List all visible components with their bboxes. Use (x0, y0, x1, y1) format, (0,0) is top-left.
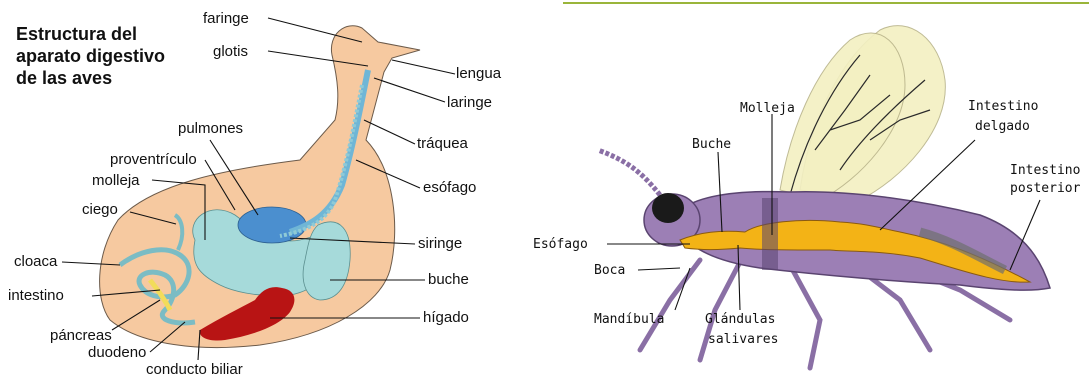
insect-eye (652, 193, 684, 223)
label-proventriculo: proventrículo (110, 151, 197, 168)
insect-label-buche: Buche (692, 137, 731, 152)
label-cloaca: cloaca (14, 253, 58, 270)
insect-antenna (598, 150, 660, 195)
label-conducto-biliar: conducto biliar (146, 361, 243, 378)
insect-label-glandulas-2: salivares (708, 332, 778, 347)
label-traquea: tráquea (417, 135, 469, 152)
insect-leader-boca (638, 268, 680, 270)
label-glotis: glotis (213, 43, 248, 60)
label-duodeno: duodeno (88, 344, 146, 361)
insect-label-glandulas-1: Glándulas (705, 312, 775, 327)
insect-label-intestino-posterior-2: posterior (1010, 181, 1081, 196)
insect-label-molleja: Molleja (740, 101, 795, 116)
label-siringe: siringe (418, 235, 462, 252)
leader-laringe (374, 78, 445, 102)
leader-lengua (392, 60, 455, 74)
insect-molleja-band (762, 198, 778, 270)
label-buche: buche (428, 271, 469, 288)
label-pancreas: páncreas (50, 327, 112, 344)
label-intestino: intestino (8, 287, 64, 304)
bird-lung-organ (238, 207, 306, 243)
label-higado: hígado (423, 309, 469, 326)
label-lengua: lengua (456, 65, 502, 82)
insect-label-intestino-delgado-1: Intestino (968, 99, 1038, 114)
leader-traquea (364, 120, 415, 144)
insect-label-intestino-delgado-2: delgado (975, 119, 1030, 134)
bird-title-line-2: aparato digestivo (16, 46, 165, 66)
insect-label-intestino-posterior-1: Intestino (1010, 163, 1080, 178)
label-esofago: esófago (423, 179, 476, 196)
bird-title-line-1: Estructura del (16, 24, 137, 44)
insect-label-mandibula: Mandíbula (594, 312, 664, 327)
bird-title-line-3: de las aves (16, 68, 112, 88)
insect-label-esofago: Esófago (533, 237, 588, 252)
label-ciego: ciego (82, 201, 118, 218)
label-faringe: faringe (203, 10, 249, 27)
label-laringe: laringe (447, 94, 492, 111)
insect-label-boca: Boca (594, 263, 625, 278)
label-molleja: molleja (92, 172, 140, 189)
insect-diagram: Molleja Buche Intestino delgado Intestin… (533, 3, 1089, 368)
bird-diagram: Estructura del aparato digestivo de las … (8, 10, 502, 378)
label-pulmones: pulmones (178, 120, 243, 137)
